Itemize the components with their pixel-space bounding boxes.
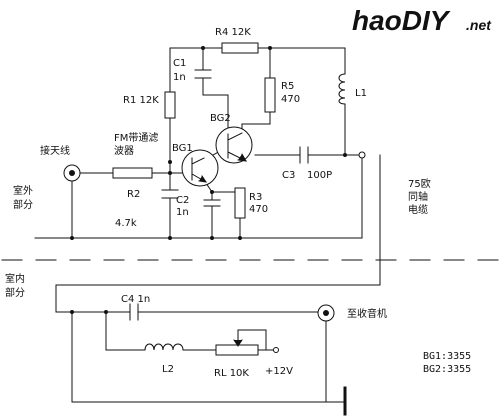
antenna-connector (63, 164, 81, 182)
label-l1: L1 (355, 88, 367, 99)
label-r3-name: R3 (249, 192, 262, 203)
label-c1-value: 1n (173, 72, 186, 83)
label-r2-value: 4.7k (115, 218, 137, 229)
supply-terminal (273, 347, 279, 353)
label-rl: RL 10K (214, 368, 249, 379)
coax-connector-outdoor (358, 151, 366, 159)
transistor-bg2 (215, 126, 253, 164)
capacitor-c2 (161, 189, 179, 219)
label-r1: R1 12K (123, 95, 159, 106)
label-cable-3: 电缆 (408, 203, 428, 216)
label-bg1: BG1 (172, 143, 193, 154)
label-cable-2: 同轴 (408, 190, 428, 203)
label-supply: +12V (265, 366, 293, 377)
label-fm-filter-1: FM带通滤 (114, 131, 158, 144)
potentiometer-rl (215, 337, 259, 356)
resistor-r4 (221, 42, 259, 54)
label-c1-name: C1 (173, 58, 186, 69)
label-fm-filter-2: 波器 (114, 144, 134, 157)
coax-cable-indoor (55, 154, 381, 313)
label-bg2-part: BG2:3355 (423, 364, 471, 375)
label-l2: L2 (162, 364, 174, 375)
label-r5-name: R5 (281, 81, 294, 92)
label-bg1-part: BG1:3355 (423, 351, 471, 362)
inductor-l1 (338, 73, 346, 105)
label-to-radio: 至收音机 (347, 307, 387, 320)
label-r4: R4 12K (215, 27, 251, 38)
label-r3-value: 470 (249, 204, 268, 215)
resistor-r2 (112, 167, 153, 179)
resistor-r5 (264, 77, 276, 113)
capacitor-c4 (129, 303, 139, 321)
watermark-logo: haoDIY .net (352, 5, 492, 36)
indoor-wires (71, 311, 346, 403)
label-r2: R2 (127, 189, 140, 200)
capacitor-emitter-bypass (203, 199, 221, 207)
transistor-bg1 (181, 149, 219, 187)
watermark-brand: haoDIY (352, 5, 451, 36)
label-outdoor-2: 部分 (13, 198, 33, 211)
junction-dots (70, 46, 347, 240)
label-c3: C3 (282, 170, 295, 181)
label-indoor-2: 部分 (5, 286, 25, 299)
resistor-r3 (234, 187, 246, 219)
capacitor-c1 (194, 69, 212, 79)
label-c3-value: 100P (307, 170, 332, 181)
radio-output-connector (317, 304, 335, 322)
label-outdoor-1: 室外 (13, 184, 33, 197)
label-c4: C4 1n (121, 294, 150, 305)
watermark-suffix: .net (466, 17, 492, 33)
label-cable-1: 75欧 (408, 178, 431, 190)
label-r5-value: 470 (281, 94, 300, 105)
outdoor-wires (34, 47, 363, 239)
resistor-r1 (164, 91, 176, 119)
inductor-l2 (144, 343, 184, 351)
label-antenna-port: 接天线 (40, 144, 70, 157)
label-bg2: BG2 (210, 113, 231, 124)
label-c2-name: C2 (176, 195, 189, 206)
indoor-junction-dots (70, 310, 108, 314)
label-c2-value: 1n (176, 207, 189, 218)
capacitor-c3 (299, 146, 309, 164)
label-indoor-1: 室内 (5, 272, 25, 285)
